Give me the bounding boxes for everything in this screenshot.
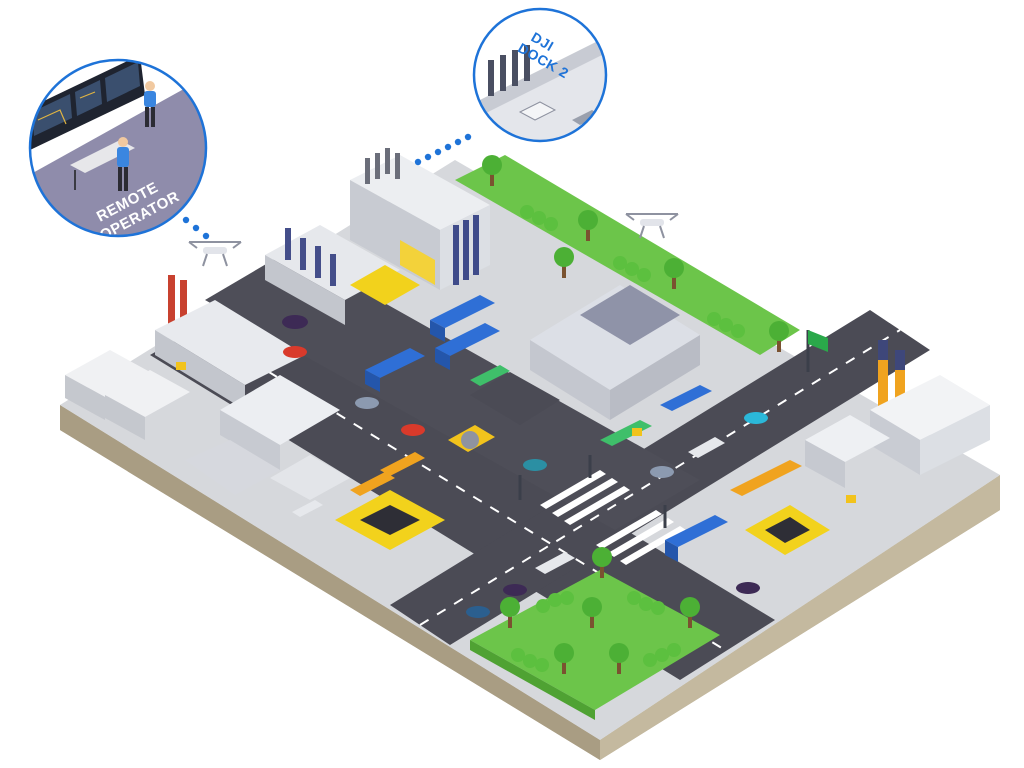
truck-icon: [292, 500, 323, 517]
dji-dock-callout: DJI DOCK 2: [472, 7, 608, 143]
truck-icon: [448, 425, 495, 452]
traffic-light-icon: [518, 455, 667, 528]
car-icon: [355, 397, 379, 409]
tree-icon: [582, 597, 602, 628]
warehouse-center: [530, 285, 700, 420]
tree-icon: [520, 205, 558, 231]
car-icon: [466, 606, 490, 618]
tree-icon: [554, 247, 574, 278]
chimney-factory: [155, 275, 305, 410]
person-icon: [117, 137, 129, 191]
trees: [482, 155, 789, 674]
tree-icon: [554, 643, 574, 674]
car-icon: [650, 466, 674, 478]
vehicles: [176, 315, 856, 618]
car-icon: [736, 582, 760, 594]
tree-icon: [664, 258, 684, 289]
tree-icon: [609, 643, 629, 674]
drone-icon: [188, 241, 242, 267]
car-icon: [282, 315, 308, 329]
car-icon: [503, 584, 527, 596]
crosswalk: [540, 470, 686, 565]
person-icon: [144, 81, 156, 127]
drone-icon: [625, 213, 679, 239]
callout-connector-dock: [414, 133, 472, 166]
tree-icon: [511, 648, 549, 672]
tree-icon: [536, 591, 574, 613]
tree-icon: [707, 312, 745, 338]
tree-icon: [627, 591, 665, 615]
tree-icon: [643, 643, 681, 667]
car-icon: [744, 412, 768, 424]
tree-icon: [613, 256, 651, 282]
tree-icon: [578, 210, 598, 241]
car-icon: [523, 459, 547, 471]
remote-operator-callout: REMOTE OPERATOR: [28, 58, 208, 238]
road-sign-icon: [806, 330, 828, 372]
right-factory: [805, 340, 990, 488]
tree-icon: [592, 547, 612, 578]
truck-icon: [535, 552, 575, 574]
center-tank-factory: [185, 375, 350, 500]
hazard-zones: [335, 372, 830, 555]
forklift-icon: [632, 428, 642, 436]
callout-connector-operator: [182, 216, 210, 240]
forklift-icon: [846, 495, 856, 503]
tree-icon: [769, 321, 789, 352]
tree-icon: [482, 155, 502, 186]
car-icon: [401, 424, 425, 436]
car-icon: [283, 346, 307, 358]
tree-icon: [500, 597, 520, 628]
shipping-containers: [350, 295, 802, 562]
tree-icon: [680, 597, 700, 628]
truck-icon: [688, 437, 725, 458]
dock-icon: [488, 45, 530, 96]
forklift-icon: [176, 362, 186, 370]
small-buildings-left: [65, 350, 190, 440]
left-factory: [265, 225, 420, 325]
main-factory-building: [350, 148, 490, 290]
